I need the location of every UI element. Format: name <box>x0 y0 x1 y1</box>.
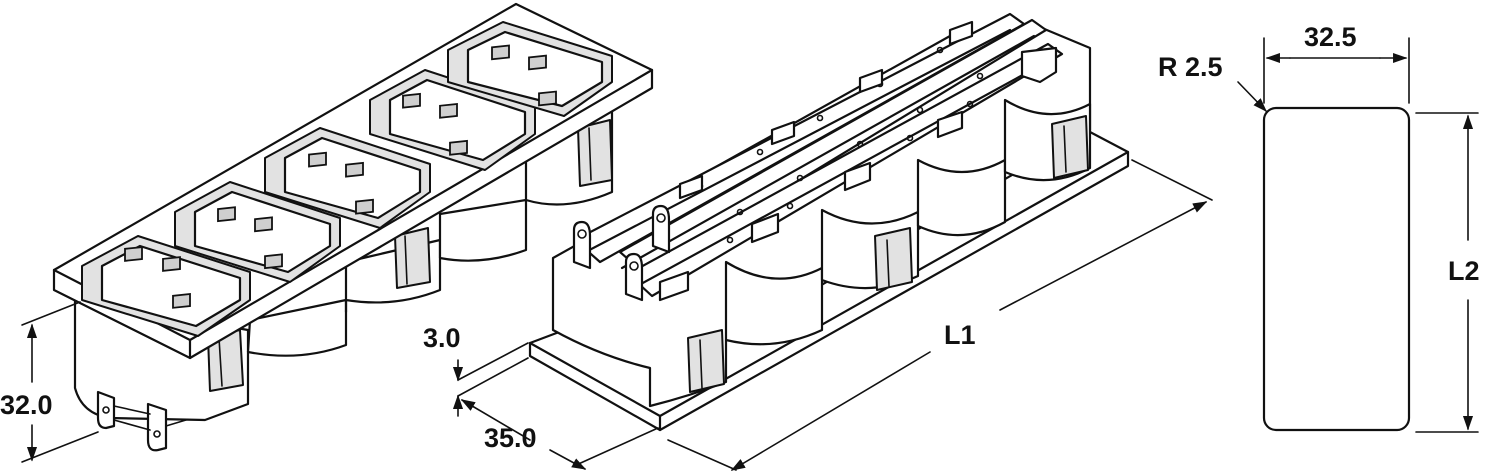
connector-lugs <box>572 46 1058 302</box>
dimension-length-label: L1 <box>944 320 976 350</box>
dimension-height-label: 32.0 <box>0 390 53 420</box>
dimension-flange: 3.0 <box>423 323 529 417</box>
dimension-height: 32.0 <box>0 301 99 463</box>
dimension-length: L1 <box>667 159 1213 471</box>
dimension-depth: 35.0 <box>460 399 659 470</box>
clips <box>658 20 974 302</box>
dimension-flange-label: 3.0 <box>423 323 461 353</box>
solder-tabs-front <box>96 390 187 452</box>
rear-view-socket-strip: 3.0 35.0 L1 <box>423 12 1213 471</box>
front-view-socket-strip: 32.0 <box>0 2 654 463</box>
outlet-1 <box>81 235 251 337</box>
outlet-3 <box>264 127 431 229</box>
dimension-cutout-height-label: L2 <box>1448 256 1480 286</box>
panel-cutout: 32.5 L2 R 2.5 <box>1158 22 1480 433</box>
cutout-rectangle <box>1262 106 1411 432</box>
outlet-2 <box>174 181 341 283</box>
outlet-5 <box>447 21 613 117</box>
dimension-depth-label: 35.0 <box>484 423 537 453</box>
dimension-cutout-width-label: 32.5 <box>1304 22 1357 52</box>
dimension-radius-label: R 2.5 <box>1158 52 1223 82</box>
